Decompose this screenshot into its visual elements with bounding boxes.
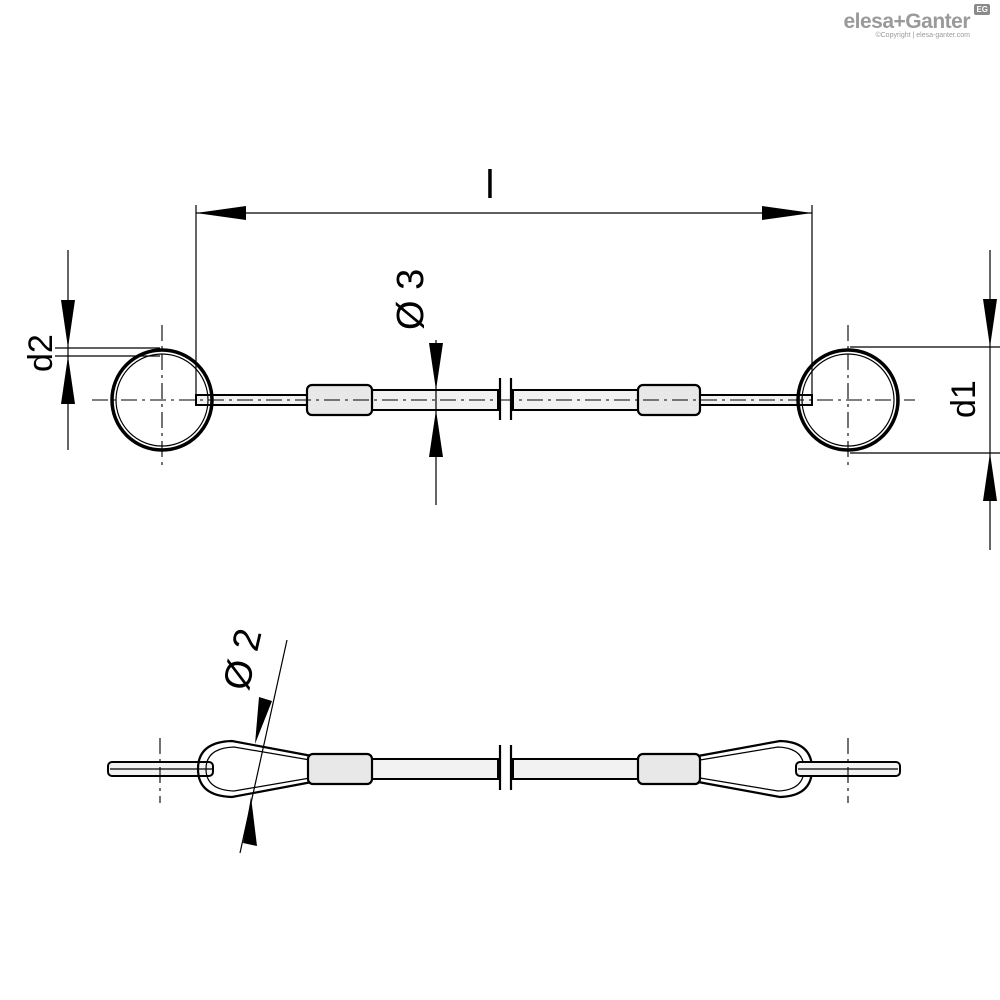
arrowhead [196,206,246,220]
arrowhead [243,797,257,846]
copyright-text: ©Copyright | elesa-ganter.com [875,32,970,39]
cable-right [512,758,641,780]
arrowhead [255,697,272,744]
arrowhead [429,410,443,457]
thimble-loop-right [697,739,814,799]
arrowhead [61,356,75,404]
arrowhead [762,206,812,220]
cable-diameter-label: Ø 3 [390,269,432,330]
arrowhead [429,343,443,390]
top-view: l Ø 3 d2 d1 [22,163,1000,550]
ferrule-right [636,752,702,786]
ring-wire-label: d2 [22,334,60,372]
loop-wire-label: Ø 2 [216,625,271,694]
arrowhead [983,453,997,501]
thimble-loop-left-inner [205,746,311,792]
bottom-view: Ø 2 [107,625,901,854]
ring-diameter-label: d1 [945,380,983,418]
arrowhead [61,300,75,348]
brand-logo: elesa+Ganter ©Copyright | elesa-ganter.c… [843,4,990,39]
length-label: l [486,163,495,207]
ferrule-left [306,752,374,786]
cable-left [369,758,499,780]
brand-badge: EG [974,4,990,15]
thimble-loop-left [196,739,313,799]
arrowhead [983,299,997,347]
brand-name: elesa+Ganter [843,10,970,33]
